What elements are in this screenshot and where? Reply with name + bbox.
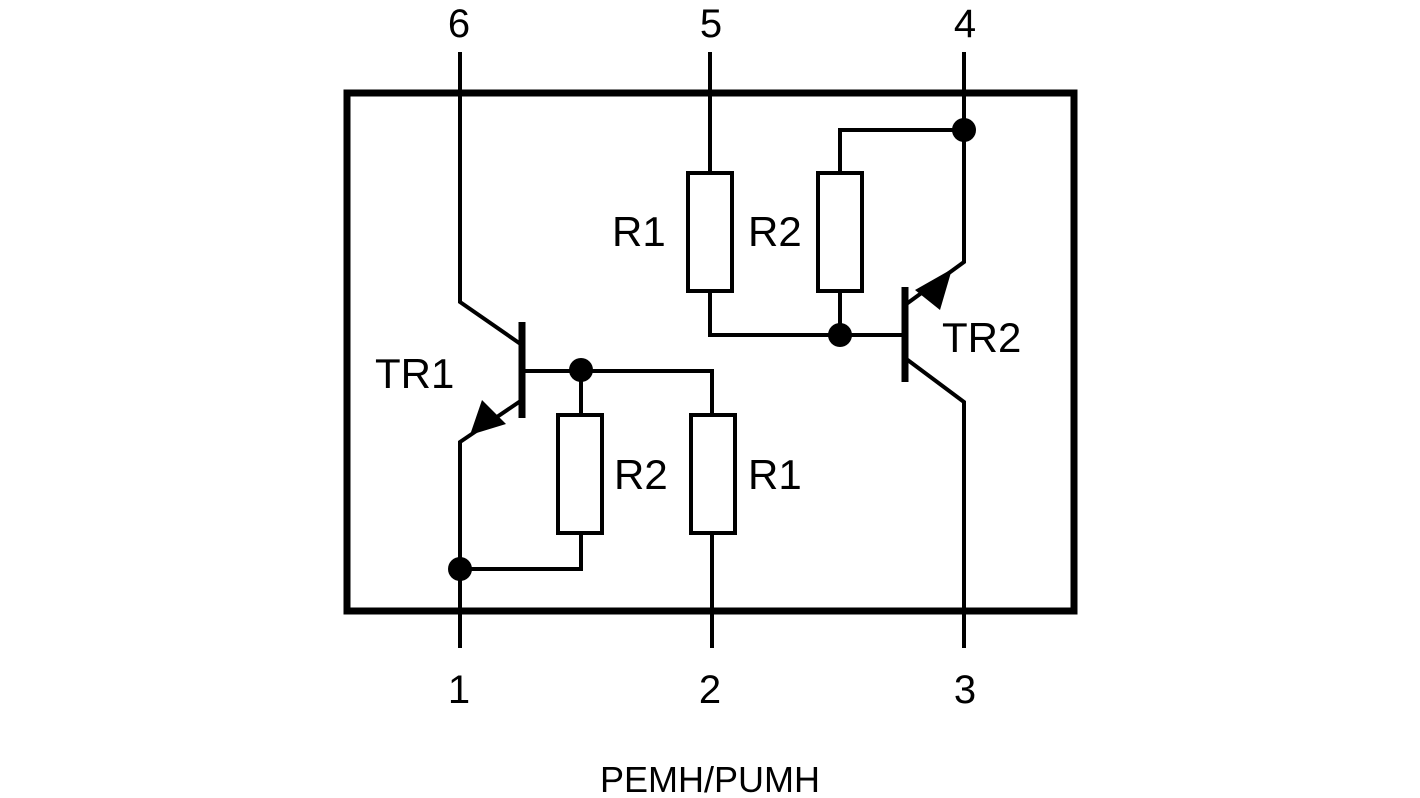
tr2-r1-label: R1 [612,208,666,255]
tr2-r2-top-wire [838,128,964,173]
tr1-base-junction-dot [569,358,593,382]
tr2-label: TR2 [942,314,1021,361]
tr1-base-wire [522,369,714,415]
tr2-collector-wire [903,356,966,648]
pin-4-label: 4 [954,2,976,46]
tr2-resistor-r2 [816,171,864,293]
tr2-emitter-junction-dot [952,118,976,142]
pin-5-label: 5 [700,2,722,46]
tr1-resistor-r2 [556,413,604,535]
pin-6-label: 6 [448,2,470,46]
tr1-r2-bottom-wire [460,533,583,571]
pin-3-label: 3 [954,668,976,712]
pin-2-label: 2 [699,668,721,712]
part-caption: PEMH/PUMH [600,759,820,798]
tr2-base-junction-dot [828,323,852,347]
tr1-r2-label: R2 [614,451,668,498]
tr1-collector-wire [458,52,524,347]
tr1-emitter-arrow [470,400,506,435]
tr2-resistor-r1 [686,171,734,293]
tr1-r1-label: R1 [748,451,802,498]
tr1-resistor-r1 [689,413,737,535]
tr2-emitter-arrow [915,269,952,310]
tr2-r2-label: R2 [748,208,802,255]
tr1-label: TR1 [375,350,454,397]
tr1-emitter-junction-dot [448,557,472,581]
pin-1-label: 1 [448,668,470,712]
tr2-base-wire [708,291,905,337]
